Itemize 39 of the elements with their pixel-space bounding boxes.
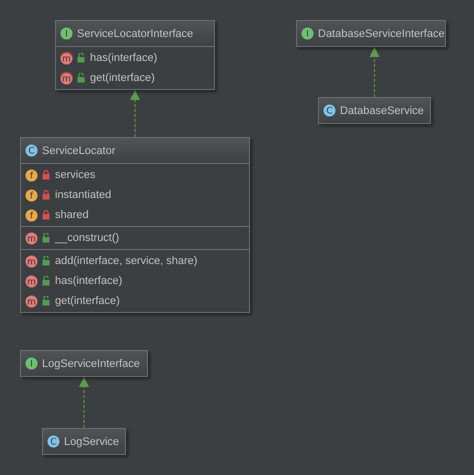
method-name: has(interface)	[55, 275, 122, 287]
realization-arrow	[370, 46, 380, 98]
class-icon: C	[47, 435, 60, 448]
interface-icon: I	[60, 27, 73, 40]
method-icon: m	[25, 254, 38, 268]
class-name: DatabaseService	[340, 104, 424, 116]
class-name: DatabaseServiceInterface	[318, 28, 445, 40]
field-name: services	[55, 169, 96, 181]
class-box	[318, 97, 431, 124]
method-icon: m	[25, 274, 38, 288]
method-name: __construct()	[55, 232, 120, 244]
class-name: LogService	[64, 436, 120, 448]
interface-icon: I	[301, 27, 314, 40]
method-name: has(interface)	[90, 52, 158, 64]
method-name: add(interface, service, share)	[55, 255, 198, 267]
interface-icon: I	[25, 357, 38, 370]
field-name: instantiated	[55, 189, 112, 201]
class-box	[42, 428, 126, 455]
method-icon: m	[25, 294, 38, 308]
realization-arrow	[130, 90, 140, 138]
field-name: shared	[55, 209, 89, 221]
method-name: get(interface)	[90, 72, 155, 84]
class-box	[20, 137, 250, 313]
abstract-method-icon: m	[60, 52, 73, 64]
field-icon: f	[25, 208, 38, 222]
interface-box	[20, 350, 148, 377]
class-name: LogServiceInterface	[42, 358, 140, 370]
field-icon: f	[25, 188, 38, 202]
class-name: ServiceLocatorInterface	[77, 28, 194, 40]
realization-arrow	[79, 376, 89, 428]
class-icon: C	[323, 104, 336, 117]
class-name: ServiceLocator	[42, 144, 116, 156]
interface-box	[296, 20, 446, 47]
method-icon: m	[25, 232, 38, 244]
abstract-method-icon: m	[60, 72, 73, 84]
class-icon: C	[25, 144, 38, 157]
field-icon: f	[25, 168, 38, 182]
method-name: get(interface)	[55, 295, 120, 307]
interface-box	[55, 20, 215, 90]
